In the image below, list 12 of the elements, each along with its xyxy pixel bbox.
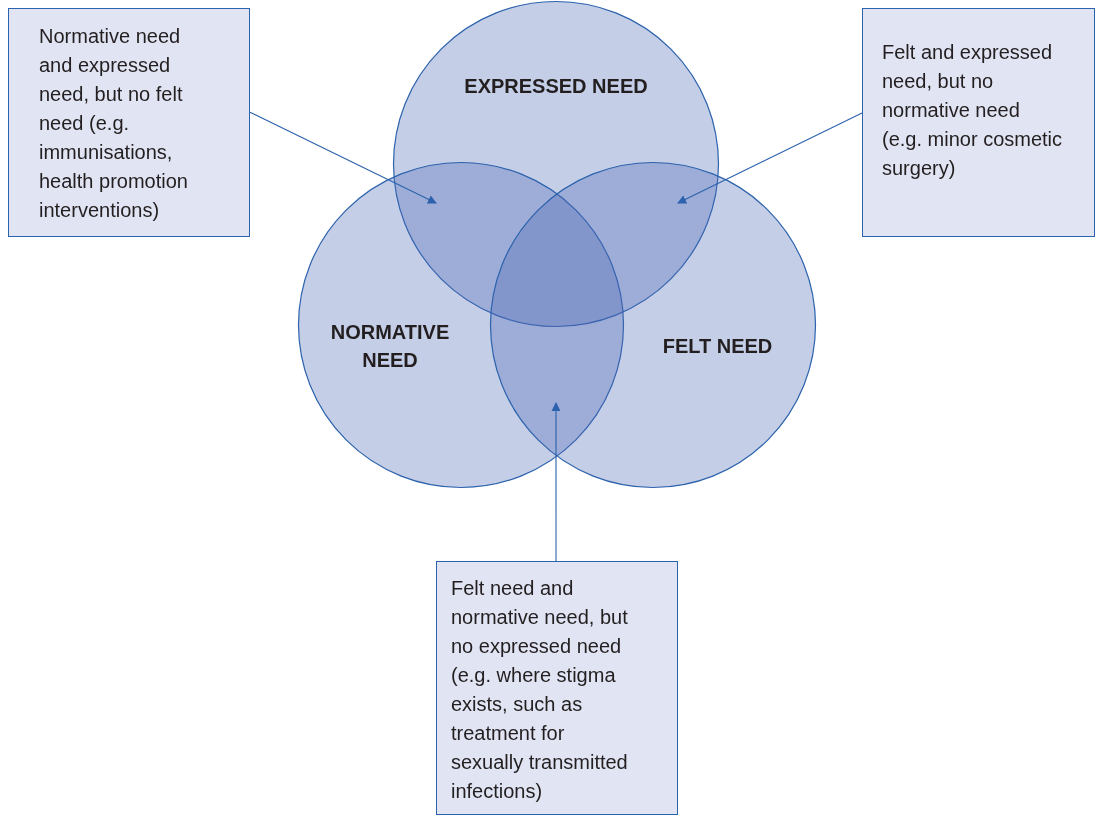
callout-text: Normative need and expressed need, but no felt need (e.g. immunisations, health promotion interventions) [39,24,189,223]
leader-arrow [551,402,561,562]
leader-arrow [677,112,863,204]
callout-text: Felt and expressed need, but no normative need (e.g. minor cosmetic surgery) [882,40,1064,181]
callout-box [8,8,250,237]
callout-box [436,561,678,815]
callout-box [862,8,1095,237]
circle-label: FELT NEED [661,334,774,359]
circle-label: EXPRESSED NEED [463,74,649,99]
callout-text: Felt need and normative need, but no expressed need (e.g. where stigma exists, such as treatment for sexually transmitted infections) [451,576,629,804]
leader-arrow [249,111,437,204]
circle-label: NORMATIVE NEED [329,320,451,373]
